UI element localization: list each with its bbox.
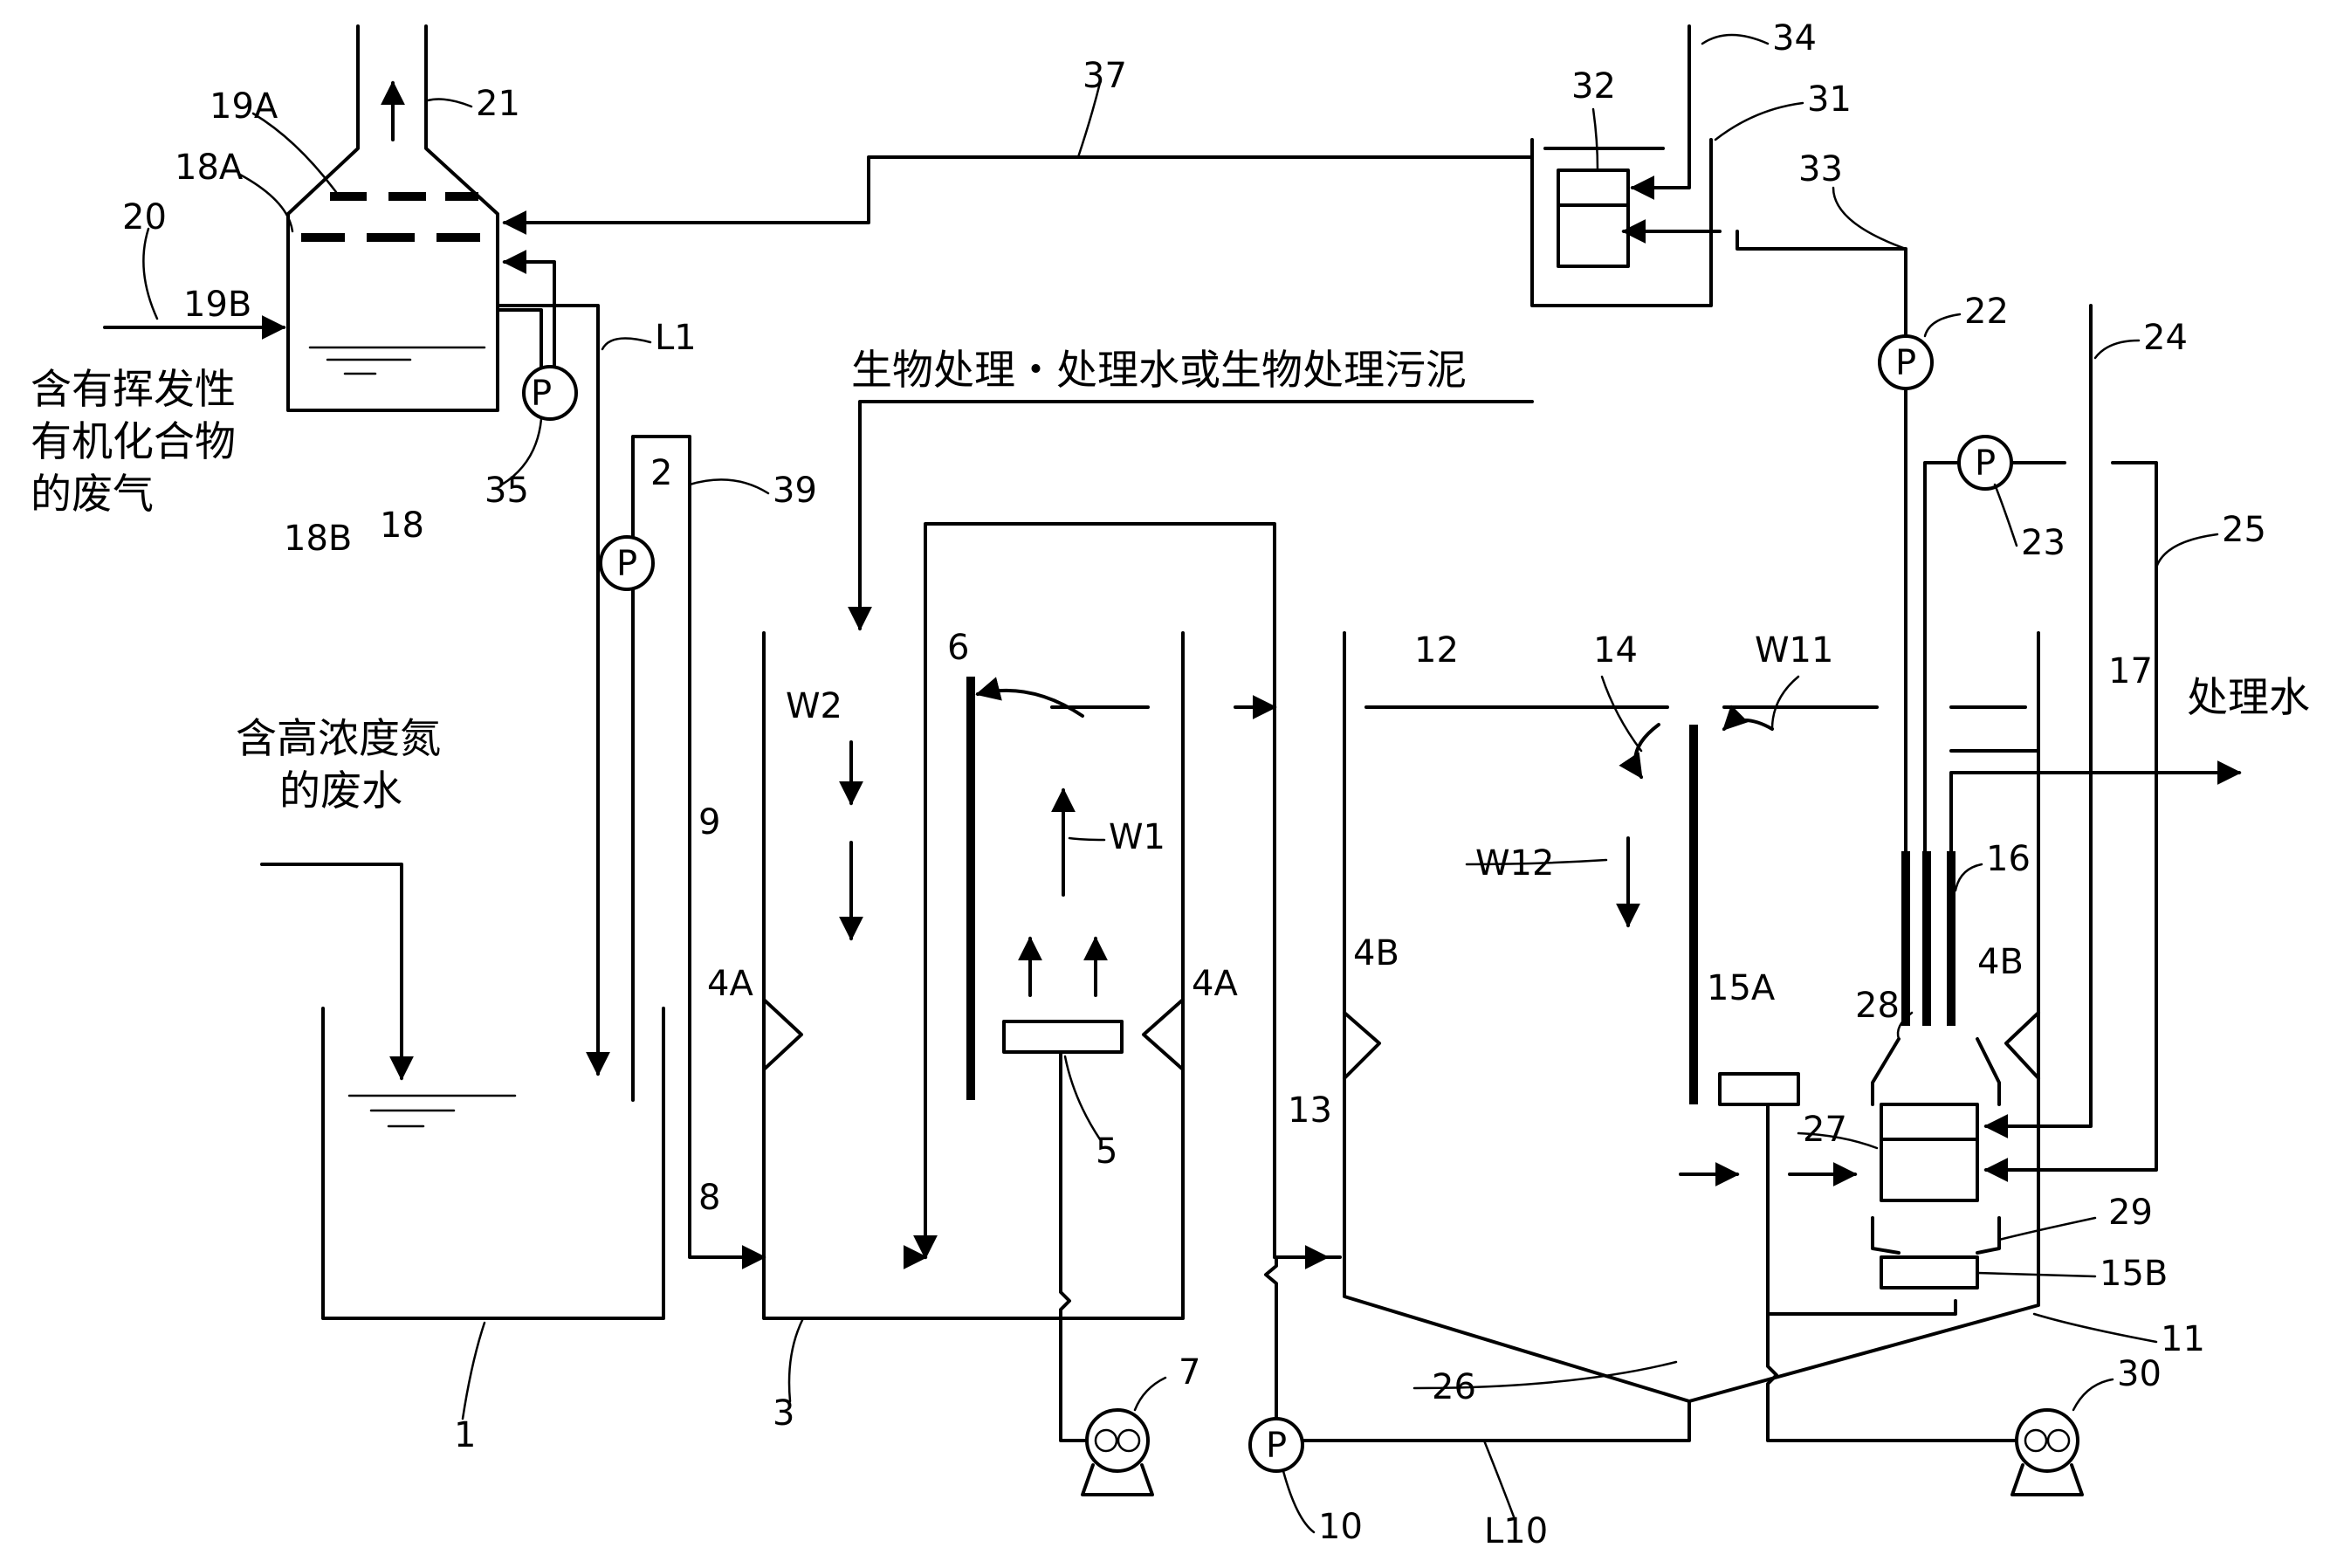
label-8: 8: [698, 1178, 720, 1218]
label-25: 25: [2222, 510, 2266, 550]
label-15B: 15B: [2100, 1254, 2168, 1294]
label-23: 23: [2021, 523, 2065, 563]
recirculation-loop-top: [924, 522, 1330, 1269]
flow-arrow-14: [1619, 723, 1660, 780]
gas-inlet-label-1: 含有挥发性: [31, 366, 236, 414]
pump-35-symbol: P: [531, 374, 552, 414]
label-15A: 15A: [1707, 968, 1776, 1008]
label-22: 22: [1964, 292, 2009, 332]
label-35: 35: [485, 471, 529, 511]
label-34: 34: [1772, 18, 1817, 58]
label-24: 24: [2143, 318, 2188, 358]
label-37: 37: [1083, 56, 1127, 96]
label-W2: W2: [786, 686, 842, 726]
label-11: 11: [2161, 1319, 2205, 1359]
pump-35: [522, 365, 578, 421]
wastewater-inlet-line: [260, 863, 414, 1081]
gas-inlet-label-2: 有机化合物: [31, 418, 236, 466]
scrubber-tank-18: [286, 24, 499, 412]
drain-line-L1: [496, 304, 610, 1076]
label-27: 27: [1803, 1110, 1847, 1150]
pump-22: [1878, 334, 1934, 390]
pump-10-symbol: P: [1266, 1426, 1287, 1466]
label-21: 21: [476, 84, 520, 124]
label-17: 17: [2108, 651, 2153, 691]
label-7: 7: [1179, 1352, 1200, 1393]
line-37: [502, 155, 1534, 235]
label-4A-right: 4A: [1192, 964, 1238, 1004]
label-28: 28: [1855, 986, 1900, 1026]
membrane-module-27: [1871, 851, 2001, 1289]
label-4A-left: 4A: [707, 964, 753, 1004]
label-W1: W1: [1109, 817, 1165, 857]
leader-lines: [142, 33, 2219, 1534]
pump-22-symbol: P: [1895, 343, 1916, 383]
label-4B-left: 4B: [1353, 933, 1399, 973]
label-L10: L10: [1484, 1511, 1548, 1551]
label-20: 20: [122, 197, 167, 237]
pump-23-symbol: P: [1975, 444, 1996, 484]
label-10: 10: [1318, 1507, 1363, 1547]
pump-30: [2011, 1408, 2084, 1496]
line-24: [1983, 304, 2093, 1138]
label-18B: 18B: [284, 519, 352, 559]
label-6: 6: [947, 628, 969, 668]
wastewater-inlet-label-2: 的废水: [279, 767, 402, 815]
label-31: 31: [1807, 79, 1852, 120]
pump-39-symbol: P: [616, 544, 637, 584]
label-W11: W11: [1755, 630, 1833, 671]
label-18A: 18A: [175, 148, 244, 188]
label-2: 2: [650, 453, 672, 493]
treated-water-line-17: [1949, 760, 2242, 853]
gas-inlet-label-3: 的废气: [31, 471, 154, 519]
label-13: 13: [1288, 1090, 1332, 1131]
label-30: 30: [2117, 1354, 2162, 1394]
label-14: 14: [1593, 630, 1638, 671]
reactor-tank-3: [762, 631, 1185, 1442]
label-32: 32: [1571, 66, 1616, 107]
label-9: 9: [698, 802, 720, 842]
feed-line-39: [631, 435, 766, 1269]
wastewater-inlet-label-1: 含高浓度氮: [236, 715, 441, 763]
label-39: 39: [773, 471, 817, 511]
pump-23: [1957, 435, 2013, 491]
reactor-tank-11: [1290, 631, 2040, 1442]
label-1: 1: [454, 1415, 476, 1455]
label-29: 29: [2108, 1193, 2153, 1233]
label-19B: 19B: [183, 285, 251, 325]
flow-arrow-w1-curve: [975, 677, 1084, 718]
label-19A: 19A: [210, 86, 278, 127]
raw-water-tank-1: [321, 1007, 665, 1320]
bio-feed-line: [848, 400, 1534, 631]
label-3: 3: [773, 1393, 794, 1434]
line-34: [1630, 24, 1691, 200]
label-18: 18: [380, 505, 424, 546]
pump-7: [1081, 1408, 1154, 1496]
text-labels: 含有挥发性 有机化合物 的废气 含高浓度氮 的废水 生物处理・处理水或生物处理污…: [31, 18, 2310, 1551]
tank-31: [1530, 138, 1713, 307]
flow-arrow-w11: [1722, 705, 1774, 731]
label-16: 16: [1986, 839, 2031, 879]
return-line-L10: [1264, 1255, 1278, 1420]
bio-feed-label: 生物处理・处理水或生物处理污泥: [851, 347, 1467, 395]
label-L1: L1: [655, 318, 697, 358]
label-4B-right: 4B: [1977, 942, 2024, 982]
treated-water-label: 处理水: [2187, 674, 2310, 722]
label-33: 33: [1798, 149, 1843, 189]
line-25: [1923, 461, 2158, 1170]
pump-39: [599, 535, 655, 591]
label-12: 12: [1414, 630, 1459, 671]
